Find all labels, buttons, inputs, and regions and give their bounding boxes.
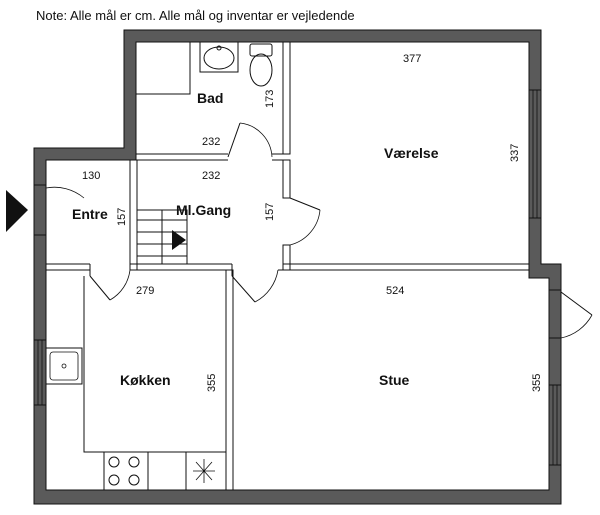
dim-koekken-width: 279 [136,285,154,297]
bath-fixtures [136,41,273,95]
dim-entre-width: 130 [82,170,100,182]
dim-bad-width: 232 [202,136,220,148]
room-label-koekken: Køkken [120,372,171,388]
dim-gang-height: 157 [264,203,276,221]
plan-note: Note: Alle mål er cm. Alle mål og invent… [36,8,355,23]
dimension-labels: 232 173 377 337 130 157 232 157 279 355 … [82,53,543,392]
dim-entre-height: 157 [116,208,128,226]
entrance-arrow [6,190,28,232]
interior-walls [46,41,529,491]
dim-stue-height: 355 [531,374,543,392]
room-label-bad: Bad [197,90,223,106]
doors [33,122,593,339]
kitchen-fixtures [45,276,226,490]
dim-koekken-height: 355 [206,374,218,392]
room-label-vaerelse: Værelse [384,145,439,161]
dim-vaerelse-height: 337 [509,144,521,162]
dim-vaerelse-width: 377 [403,53,421,65]
room-label-stue: Stue [379,372,410,388]
dim-stue-width: 524 [386,285,404,297]
windows [33,89,562,466]
room-label-gang: Ml.Gang [176,202,231,218]
room-labels: Bad Værelse Entre Ml.Gang Køkken Stue [72,90,439,388]
wall-outlines [33,29,562,505]
stairs [136,209,188,265]
dim-bad-height: 173 [264,90,276,108]
room-label-entre: Entre [72,206,108,222]
outer-walls [34,30,561,504]
dim-gang-width: 232 [202,170,220,182]
